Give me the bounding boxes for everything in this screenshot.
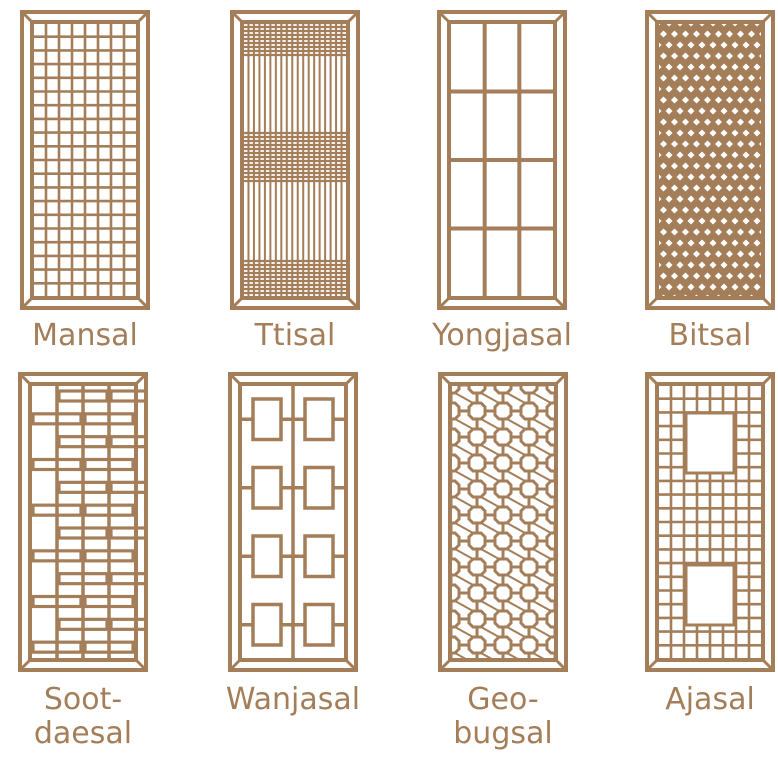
label-ajasal: Ajasal <box>620 683 778 717</box>
label-mansal: Mansal <box>0 319 175 353</box>
panel-mansal <box>20 10 150 310</box>
label-wanjasal: Wanjasal <box>203 683 383 717</box>
label-bitsal: Bitsal <box>620 319 778 353</box>
lattice-pattern-icon <box>18 372 148 672</box>
lattice-pattern-icon <box>230 10 360 310</box>
panel-geobugsal <box>438 372 568 672</box>
label-yongjasal: Yongjasal <box>412 319 592 353</box>
lattice-pattern-icon <box>228 372 358 672</box>
panel-ttisal <box>230 10 360 310</box>
lattice-pattern-icon <box>438 372 568 672</box>
label-ttisal: Ttisal <box>205 319 385 353</box>
panel-yongjasal <box>437 10 567 310</box>
lattice-pattern-icon <box>645 372 775 672</box>
lattice-pattern-icon <box>645 10 775 310</box>
label-geobugsal: Geo- bugsal <box>413 683 593 751</box>
panel-wanjasal <box>228 372 358 672</box>
lattice-pattern-icon <box>437 10 567 310</box>
label-sootdaesal: Soot- daesal <box>0 683 173 751</box>
lattice-pattern-icon <box>20 10 150 310</box>
panel-ajasal <box>645 372 775 672</box>
panel-sootdaesal <box>18 372 148 672</box>
panel-bitsal <box>645 10 775 310</box>
